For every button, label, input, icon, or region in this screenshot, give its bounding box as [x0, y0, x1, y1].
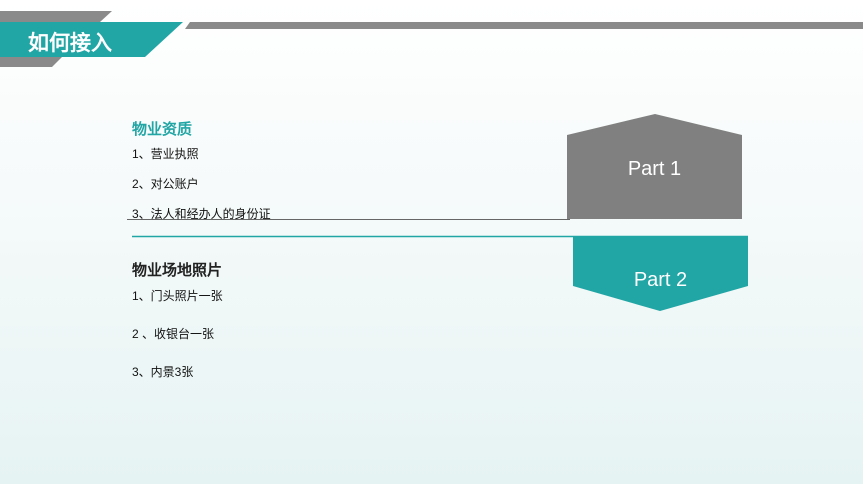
part2-shape	[573, 236, 748, 311]
list-item: 2 、收银台一张	[132, 327, 215, 341]
list-item: 2、对公账户	[132, 177, 199, 191]
list-item: 3、内景3张	[132, 365, 194, 379]
list-item: 1、门头照片一张	[132, 289, 223, 303]
part1-label: Part 1	[627, 158, 682, 180]
list-item: 1、营业执照	[132, 147, 199, 161]
title-banner	[0, 22, 183, 57]
part1-shape	[567, 114, 742, 219]
part2-label: Part 2	[633, 269, 688, 291]
section2-heading: 物业场地照片	[132, 262, 223, 279]
list-item: 3、法人和经办人的身份证	[132, 207, 271, 221]
page-title: 如何接入	[28, 32, 112, 55]
section1-heading: 物业资质	[132, 121, 193, 138]
